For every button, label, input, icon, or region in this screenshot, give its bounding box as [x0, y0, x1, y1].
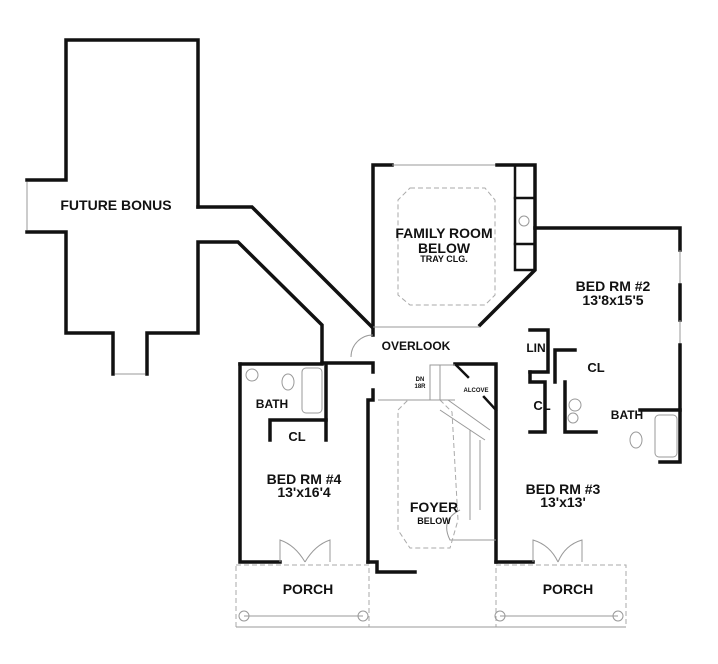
label-foyer-below: BELOW [417, 516, 451, 526]
label-bed4: BED RM #4 [267, 471, 342, 487]
tray-ceiling-outline [397, 187, 496, 306]
bath-wall [563, 380, 598, 434]
label-porch: PORCH [283, 581, 334, 597]
foyer-opening-outline [397, 399, 459, 549]
label-linen: LIN [526, 341, 545, 355]
door-swing [350, 334, 374, 358]
linen-closet-wall [528, 328, 550, 374]
foyer-wall [453, 362, 498, 564]
label-overlook: OVERLOOK [382, 339, 451, 353]
column [494, 610, 506, 622]
label-family-room: FAMILY ROOM [395, 225, 492, 241]
bonus-room-wall [25, 38, 200, 209]
label-bed2: BED RM #2 [576, 278, 651, 294]
label-bed2-size: 13'8x15'5 [582, 292, 643, 308]
label-foyer: FOYER [410, 499, 458, 515]
label-alcove: ALCOVE [463, 388, 488, 394]
exterior-wall [658, 343, 682, 464]
toilet [281, 373, 295, 391]
label-porch: PORCH [543, 581, 594, 597]
sink [567, 412, 579, 424]
bed2-wall [533, 226, 682, 252]
column [612, 610, 624, 622]
label-tray-ceiling: TRAY CLG. [420, 254, 468, 264]
label-bed3-size: 13'x13' [540, 494, 586, 510]
corridor-wall [196, 205, 375, 330]
label-stair-down: DN [416, 377, 425, 383]
french-door [279, 539, 331, 563]
closet-wall [528, 370, 547, 434]
bathtub [654, 414, 678, 458]
bed4-wall [238, 362, 282, 564]
label-bed4-size: 13'x16'4 [277, 484, 331, 500]
toilet [629, 431, 643, 449]
closet-wall [553, 348, 577, 384]
closet-wall [268, 418, 328, 442]
label-family-room-below: BELOW [418, 240, 471, 256]
french-door [532, 539, 583, 563]
column [357, 610, 369, 622]
label-bed3: BED RM #3 [526, 481, 601, 497]
foyer-wall [366, 560, 417, 574]
label-bath: BATH [611, 408, 643, 422]
label-bath: BATH [256, 397, 288, 411]
family-room-wall [371, 163, 394, 337]
bonus-room-wall [145, 240, 324, 376]
label-stair-risers: 18R [414, 384, 426, 390]
label-closet: CL [587, 360, 604, 375]
bonus-room-wall [25, 230, 115, 376]
bathtub [301, 367, 323, 414]
built-in-shelves [513, 163, 537, 272]
label-future-bonus: FUTURE BONUS [60, 197, 171, 213]
porch-left [235, 564, 370, 628]
column [238, 610, 250, 622]
sink [245, 368, 259, 382]
label-closet: CL [533, 398, 550, 413]
staircase [429, 364, 496, 541]
label-closet: CL [288, 429, 305, 444]
